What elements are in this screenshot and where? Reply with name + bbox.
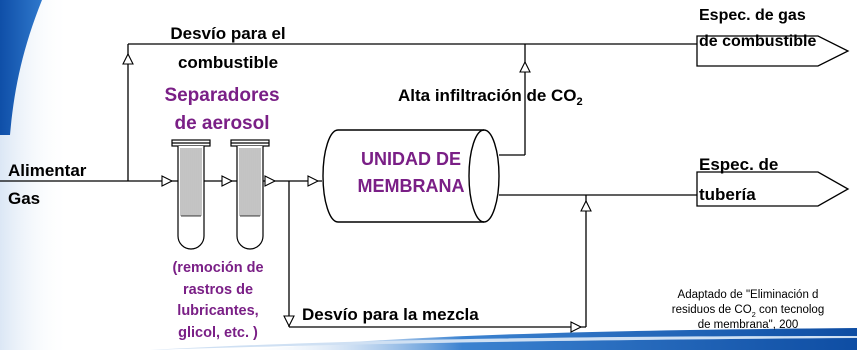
- high-co2-permeate-label: Alta infiltración de CO2: [398, 84, 583, 108]
- feed-gas-label-line2: Gas: [8, 189, 41, 208]
- fuel-spec-line1: Espec. de gas: [699, 7, 806, 24]
- membrane-unit-label: UNIDAD DE MEMBRANA: [326, 146, 496, 200]
- arrow-fuel-bypass-up: [122, 52, 134, 65]
- membrane-label-line1: UNIDAD DE: [360, 149, 461, 169]
- removal-note-line2: rastros de: [182, 281, 254, 298]
- filter-media-2: [239, 148, 261, 217]
- bottom-light-swoosh: [150, 336, 857, 350]
- removal-note-line1: (remoción de: [172, 260, 264, 276]
- arrow-feed-to-separator: [161, 175, 174, 187]
- left-blue-band: [0, 0, 42, 135]
- high-co2-subscript: 2: [576, 96, 583, 108]
- removal-note: (remoción de rastros de lubricantes, gli…: [146, 258, 290, 344]
- arrow-to-second-separator: [221, 175, 234, 187]
- feed-gas-label-line1: Alimentar: [8, 161, 87, 180]
- filter-media-1: [180, 148, 202, 217]
- fuel-bypass-label-line2: combustible: [177, 53, 279, 72]
- citation-line1: Adaptado de "Eliminación d: [677, 289, 819, 301]
- flow-arrows: [122, 52, 592, 333]
- pipeline-spec-line1: Espec. de: [699, 155, 779, 174]
- arrow-permeate-up: [519, 60, 531, 73]
- fuel-bypass-label-line1: Desvío para el: [170, 24, 286, 43]
- membrane-unit: [322, 129, 500, 223]
- blend-bypass-label: Desvío para la mezcla: [302, 305, 479, 324]
- arrow-blend-right: [570, 321, 583, 333]
- removal-note-line3: lubricantes,: [177, 303, 259, 319]
- arrow-to-membrane: [307, 175, 320, 187]
- feed-gas-label: Alimentar Gas: [8, 157, 86, 213]
- fuel-spec-label: Espec. de gas de combustible: [699, 3, 816, 55]
- membrane-label-line2: MEMBRANA: [357, 176, 465, 196]
- fuel-spec-line2: de combustible: [699, 33, 817, 50]
- pipeline-spec-outlet: [696, 171, 850, 207]
- aerosol-label-line1: Separadores: [164, 85, 280, 106]
- citation-note: Adaptado de "Eliminación d residuos de C…: [618, 288, 857, 333]
- aerosol-separators-label: Separadores de aerosol: [138, 82, 306, 138]
- arrow-blend-up: [580, 199, 592, 212]
- process-lines: [0, 43, 697, 328]
- pipeline-spec-line2: tubería: [699, 185, 756, 204]
- citation-line3: de membrana", 200: [697, 319, 799, 331]
- aerosol-label-line2: de aerosol: [174, 113, 270, 134]
- arrow-blend-down: [283, 315, 295, 328]
- citation-line2: residuos de CO2 con tecnolog: [671, 304, 825, 319]
- pipeline-spec-label: Espec. de tubería: [699, 150, 778, 210]
- removal-note-line4: glicol, etc. ): [178, 324, 258, 341]
- arrow-separator-out: [264, 175, 277, 187]
- high-co2-text: Alta infiltración de CO: [398, 86, 577, 105]
- fuel-spec-outlet: [696, 35, 850, 67]
- fuel-bypass-label: Desvío para el combustible: [138, 19, 318, 77]
